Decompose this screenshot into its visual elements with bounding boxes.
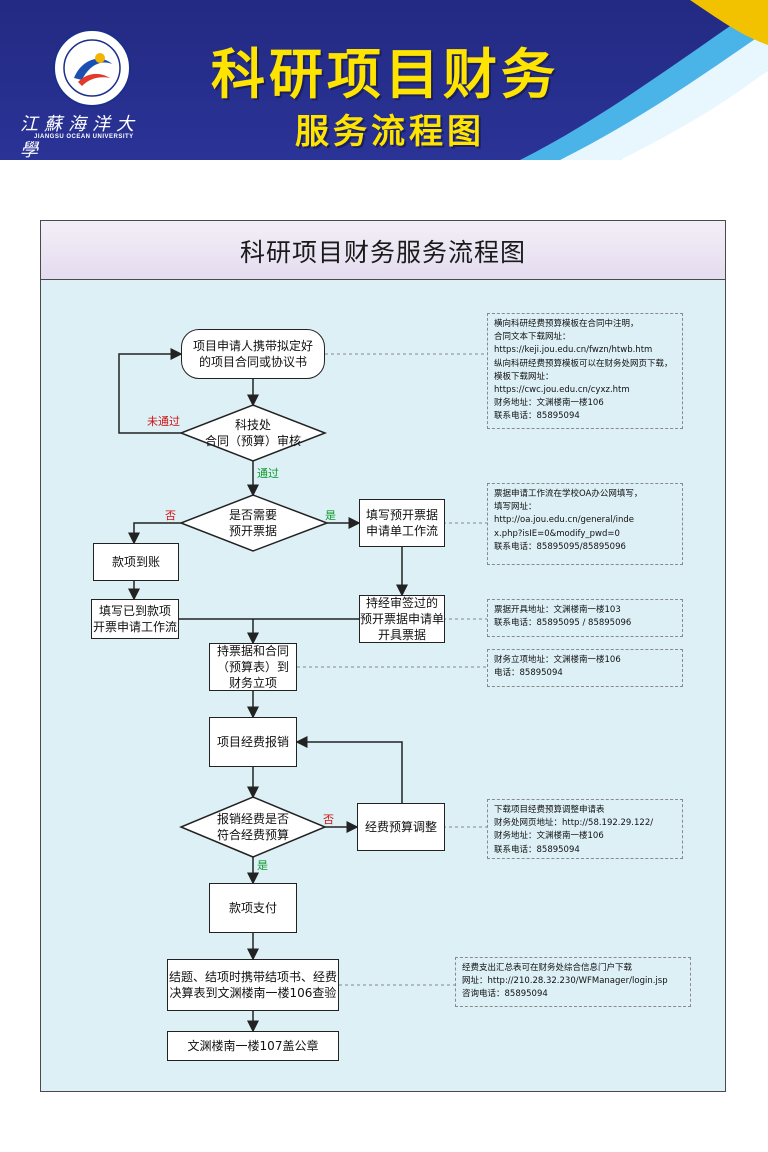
step-close-project: 结题、结项时携带结项书、经费 决算表到文渊楼南一楼106查验 bbox=[167, 959, 339, 1011]
flow-connectors bbox=[118, 348, 487, 1033]
note-budget-adjust: 下载项目经费预算调整申请表 财务处网页地址：http://58.192.29.1… bbox=[487, 799, 683, 859]
step-register: 持票据和合同 （预算表）到 财务立项 bbox=[209, 643, 297, 691]
flowchart-card: 科研项目财务服务流程图 bbox=[40, 220, 726, 1092]
note-contract-templates: 横向科研经费预算模板在合同中注明， 合同文本下载网址： https://keji… bbox=[487, 313, 683, 429]
step-fill-arrival: 填写已到款项 开票申请工作流 bbox=[91, 599, 179, 639]
decision-review: 科技处 合同（预算）审核 bbox=[204, 418, 301, 448]
label-no-budget: 否 bbox=[323, 813, 334, 826]
decision-prebill: 是否需要 预开票据 bbox=[228, 508, 277, 538]
label-not-passed: 未通过 bbox=[147, 415, 180, 428]
label-yes-prebill: 是 bbox=[325, 509, 336, 522]
step-stamp: 文渊楼南一楼107盖公章 bbox=[167, 1031, 339, 1061]
note-register-office: 财务立项地址：文渊楼南一楼106 电话：85895094 bbox=[487, 649, 683, 687]
diamond-prebill bbox=[178, 494, 330, 552]
label-passed: 通过 bbox=[257, 467, 279, 480]
header-swoosh bbox=[520, 0, 768, 160]
note-bill-office: 票据开具地址：文渊楼南一楼103 联系电话：85895095 / 8589509… bbox=[487, 599, 683, 637]
label-yes-budget: 是 bbox=[257, 859, 268, 872]
note-expense-summary: 经费支出汇总表可在财务处综合信息门户下载 网址：http://210.28.32… bbox=[455, 957, 691, 1007]
step-payment: 款项支付 bbox=[209, 883, 297, 933]
page-title: 科研项目财务 bbox=[211, 43, 559, 106]
step-reimburse: 项目经费报销 bbox=[209, 717, 297, 767]
logo-text-cn: 江蘇海洋大學 bbox=[20, 114, 140, 160]
note-prebill-workflow: 票据申请工作流在学校OA办公网填写， 填写网址： http://oa.jou.e… bbox=[487, 483, 683, 565]
page-subtitle: 服务流程图 bbox=[295, 112, 485, 152]
step-arrival: 款项到账 bbox=[93, 543, 179, 581]
step-issue-prebill: 持经审签过的 预开票据申请单 开具票据 bbox=[359, 595, 445, 643]
step-adjust-budget: 经费预算调整 bbox=[357, 803, 445, 851]
label-no-prebill: 否 bbox=[165, 509, 176, 522]
step-submit-contract: 项目申请人携带拟定好 的项目合同或协议书 bbox=[181, 329, 325, 379]
card-header: 科研项目财务服务流程图 bbox=[41, 221, 725, 280]
step-fill-prebill: 填写预开票据 申请单工作流 bbox=[359, 499, 445, 547]
header-banner: 江蘇海洋大學 JIANGSU OCEAN UNIVERSITY 科研项目财务 服… bbox=[0, 0, 768, 160]
university-logo bbox=[26, 24, 156, 154]
logo-text-en: JIANGSU OCEAN UNIVERSITY bbox=[34, 134, 134, 140]
card-title: 科研项目财务服务流程图 bbox=[239, 238, 526, 267]
decision-budget: 报销经费是否 符合经费预算 bbox=[216, 812, 289, 842]
